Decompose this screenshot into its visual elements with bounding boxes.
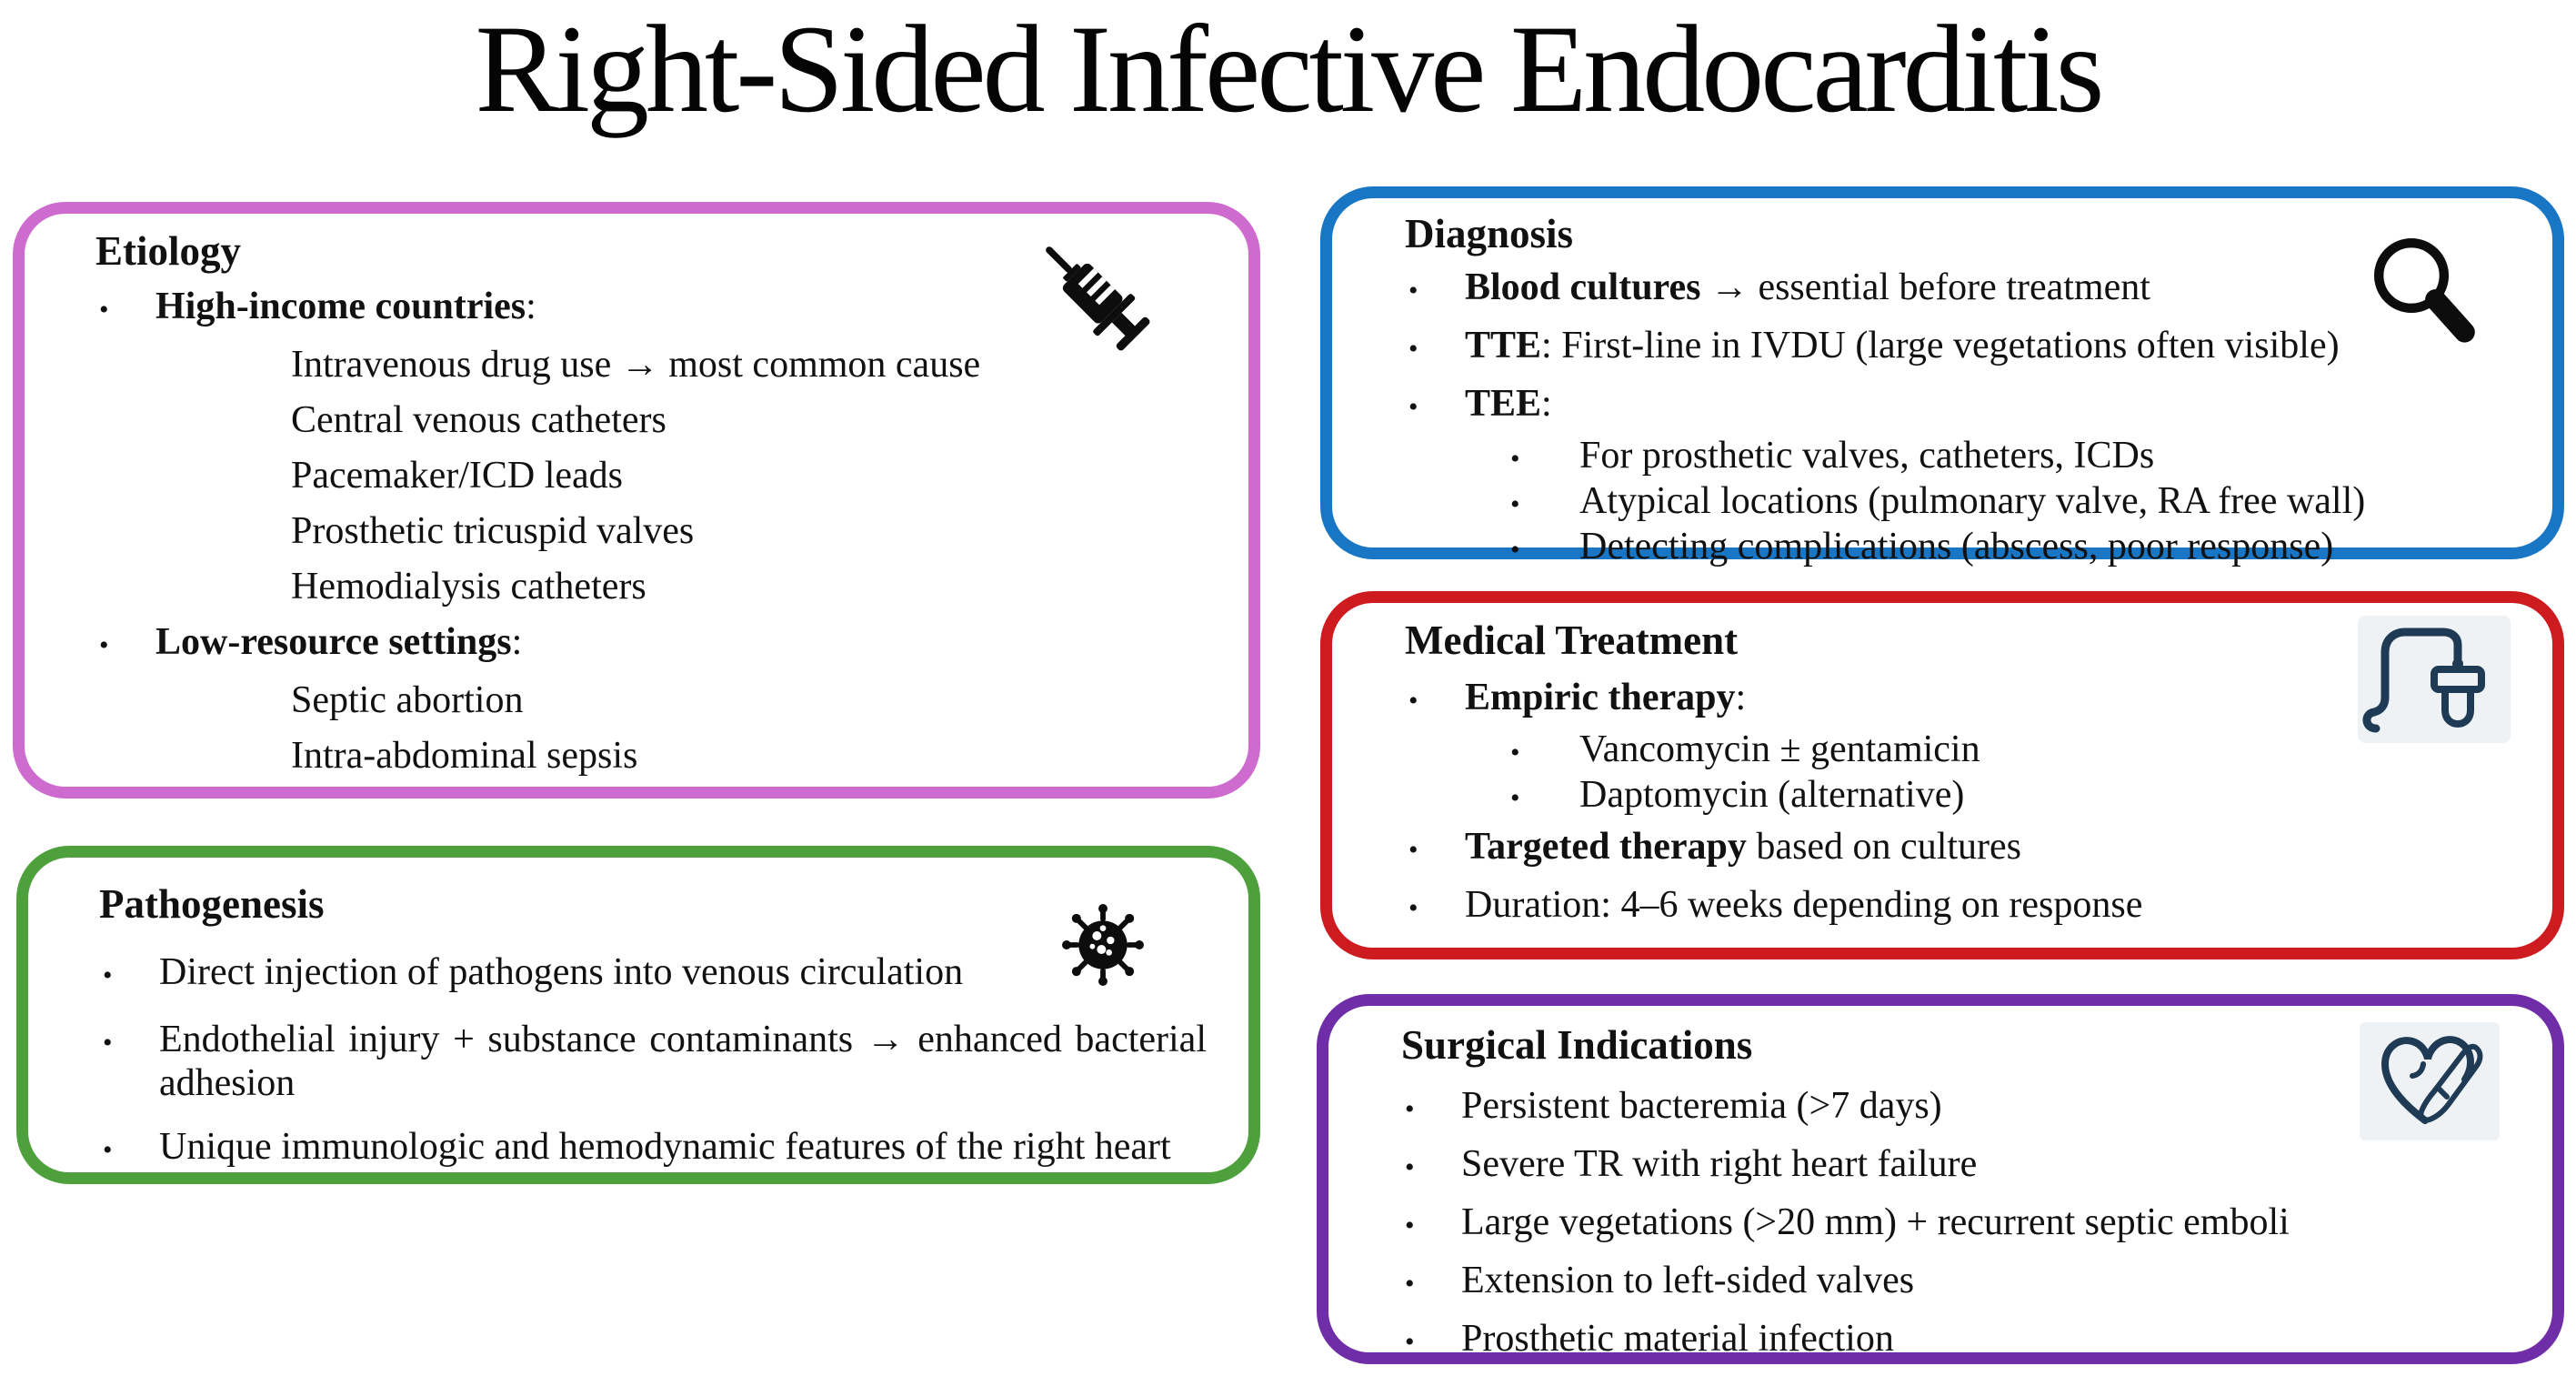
list-item-text: Intra-abdominal sepsis — [291, 735, 638, 777]
list-item-text: Endothelial injury + substance contamina… — [159, 1019, 1207, 1104]
bullet-icon: • — [99, 295, 109, 325]
diagnosis-box: Diagnosis • Blood cultures → essential be… — [1320, 186, 2564, 567]
list-item-text: Intravenous drug use → most common cause — [291, 344, 981, 386]
list-item: • Persistent bacteremia (>7 days) — [1401, 1079, 2516, 1137]
list-item: • Severe TR with right heart failure — [1401, 1137, 2516, 1195]
list-item: • High-income countries: — [95, 279, 1212, 337]
bullet-icon: • — [1510, 783, 1520, 813]
syringe-icon — [1046, 246, 1150, 351]
bullet-icon: • — [1408, 686, 1418, 716]
list-item: • Prosthetic material infection — [1401, 1311, 2516, 1370]
list-item: • Detecting complications (abscess, poor … — [1507, 526, 2516, 571]
list-item: • Daptomycin (alternative) — [1507, 774, 2516, 819]
list-item-text: Targeted therapy based on cultures — [1465, 826, 2022, 868]
list-item-text: High-income countries: — [155, 286, 536, 327]
bullet-icon: • — [1408, 835, 1418, 865]
list-item: • Large vegetations (>20 mm) + recurrent … — [1401, 1195, 2516, 1253]
bullet-icon: • — [1408, 893, 1418, 923]
list-item: • Extension to left-sided valves — [1401, 1253, 2516, 1311]
list-item: • Direct injection of pathogens into veno… — [99, 950, 1207, 998]
list-item: Prosthetic tricuspid valves — [291, 504, 1212, 559]
list-item-text: Direct injection of pathogens into venou… — [159, 951, 964, 993]
list-item-text: Prosthetic material infection — [1461, 1318, 1894, 1360]
bullet-icon: • — [1405, 1327, 1415, 1357]
list-item: Intra-abdominal sepsis — [291, 728, 1212, 784]
list-item-text: Blood cultures → essential before treatm… — [1465, 266, 2150, 308]
list-item-text: Prosthetic tricuspid valves — [291, 510, 695, 552]
medical-treatment-box: Medical Treatment • Empiric therapy: • Vanc… — [1320, 591, 2564, 959]
list-item: • Low-resource settings: — [95, 615, 1212, 673]
list-item: • Empiric therapy: — [1405, 670, 2516, 728]
list-item: Septic abortion — [291, 673, 1212, 728]
magnifier-icon — [2374, 238, 2475, 343]
pathogenesis-box-title: Pathogenesis — [99, 881, 325, 927]
list-item: • Vancomycin ± gentamicin — [1507, 728, 2516, 774]
list-item-text: Detecting complications (abscess, poor r… — [1579, 526, 2334, 567]
list-item: • Unique immunologic and hemodynamic feat… — [99, 1125, 1207, 1172]
iv-line-icon — [2358, 616, 2511, 743]
list-item-text: Atypical locations (pulmonary valve, RA … — [1579, 480, 2366, 522]
list-item: • Atypical locations (pulmonary valve, RA… — [1507, 480, 2516, 526]
bullet-icon: • — [1510, 535, 1520, 565]
bullet-icon: • — [1408, 392, 1418, 422]
diagnosis-box-title: Diagnosis — [1405, 211, 1574, 256]
bullet-icon: • — [1405, 1094, 1415, 1124]
etiology-box: Etiology • High-income countries: Intraven… — [13, 202, 1260, 798]
list-item-text: Low-resource settings: — [155, 621, 523, 663]
list-item: Pacemaker/ICD leads — [291, 448, 1212, 504]
pathogenesis-box: Pathogenesis • Direct injection of pathog… — [16, 846, 1260, 1184]
surgical-indications-list: • Persistent bacteremia (>7 days) • Severe … — [1401, 1079, 2516, 1370]
list-item: • Targeted therapy based on cultures — [1405, 819, 2516, 878]
bullet-icon: • — [1405, 1210, 1415, 1240]
list-item-text: Persistent bacteremia (>7 days) — [1461, 1085, 1942, 1127]
list-item: • TEE: — [1405, 377, 2516, 435]
list-item-text: Daptomycin (alternative) — [1579, 774, 1965, 816]
list-item: • For prosthetic valves, catheters, ICDs — [1507, 435, 2516, 480]
bullet-icon: • — [103, 1028, 113, 1058]
bullet-icon: • — [1408, 334, 1418, 364]
etiology-list: • High-income countries: Intravenous drug … — [95, 279, 1212, 784]
bullet-icon: • — [99, 630, 109, 660]
heart-scalpel-icon — [2360, 1022, 2500, 1140]
bullet-icon: • — [1510, 738, 1520, 768]
etiology-box-title: Etiology — [95, 228, 242, 274]
bullet-icon: • — [1405, 1152, 1415, 1182]
list-item-text: Septic abortion — [291, 679, 524, 721]
list-item-text: For prosthetic valves, catheters, ICDs — [1579, 435, 2155, 477]
list-item-text: Hemodialysis catheters — [291, 566, 647, 608]
list-item-text: Vancomycin ± gentamicin — [1579, 728, 1980, 770]
list-item-text: Extension to left-sided valves — [1461, 1260, 1915, 1301]
list-item-text: Unique immunologic and hemodynamic featu… — [159, 1126, 1171, 1168]
bullet-icon: • — [1510, 444, 1520, 474]
list-item-text: Duration: 4–6 weeks depending on respons… — [1465, 884, 2143, 926]
medical-treatment-list: • Empiric therapy: • Vancomycin ± gentamici… — [1405, 670, 2516, 936]
bullet-icon: • — [1408, 276, 1418, 306]
list-item-text: Empiric therapy: — [1465, 677, 1747, 718]
list-item-text: Central venous catheters — [291, 399, 667, 441]
list-item: • Duration: 4–6 weeks depending on respon… — [1405, 878, 2516, 936]
list-item-text: TTE: First-line in IVDU (large vegetatio… — [1465, 325, 2340, 367]
bullet-icon: • — [1405, 1269, 1415, 1299]
virus-icon — [1062, 904, 1144, 986]
bullet-icon: • — [1510, 489, 1520, 519]
list-item: • Endothelial injury + substance contamin… — [99, 1018, 1207, 1105]
list-item: Intravenous drug use → most common cause — [291, 337, 1212, 393]
pathogenesis-list: • Direct injection of pathogens into veno… — [99, 950, 1207, 1172]
list-item-text: Large vegetations (>20 mm) + recurrent s… — [1461, 1201, 2290, 1243]
list-item: • TTE: First-line in IVDU (large vegetati… — [1405, 318, 2516, 377]
diagnosis-list: • Blood cultures → essential before treat… — [1405, 260, 2516, 571]
medical-treatment-box-title: Medical Treatment — [1405, 618, 1739, 663]
list-item: Hemodialysis catheters — [291, 559, 1212, 615]
page-title: Right-Sided Infective Endocarditis — [475, 0, 2105, 138]
list-item: • Blood cultures → essential before treat… — [1405, 260, 2516, 318]
surgical-indications-box: Surgical Indications • Persistent bactere… — [1317, 994, 2564, 1364]
list-item-text: Severe TR with right heart failure — [1461, 1143, 1978, 1185]
list-item: Central venous catheters — [291, 393, 1212, 448]
bullet-icon: • — [103, 1135, 113, 1165]
bullet-icon: • — [103, 960, 113, 990]
surgical-indications-box-title: Surgical Indications — [1401, 1022, 1753, 1068]
list-item-text: Pacemaker/ICD leads — [291, 455, 624, 497]
list-item-text: TEE: — [1465, 383, 1552, 425]
